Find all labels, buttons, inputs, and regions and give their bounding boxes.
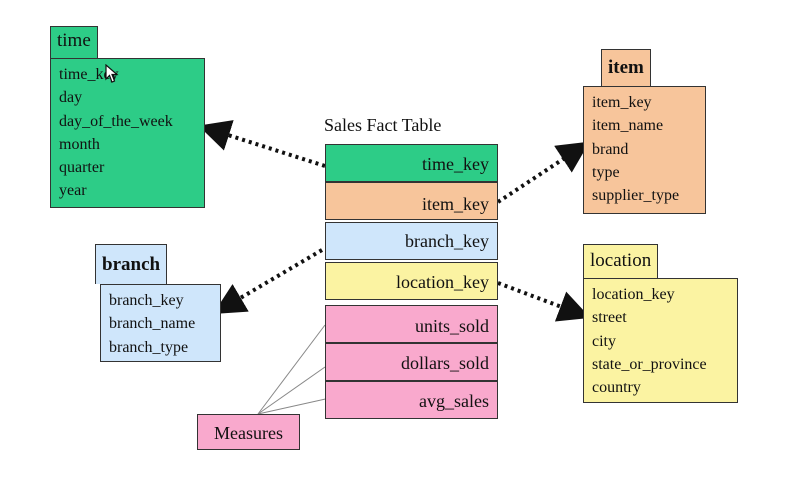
fact-row-time-key: time_key [325, 144, 498, 182]
item-field: type [592, 163, 620, 181]
fact-row-units-sold: units_sold [325, 305, 498, 343]
branch-field: branch_type [109, 338, 189, 356]
location-table-title: location [583, 244, 659, 278]
fact-row-item-key: item_key [325, 182, 498, 220]
branch-title-text: branch [102, 254, 161, 275]
location-field: state_or_province [592, 355, 707, 373]
location-title-text: location [590, 250, 652, 271]
time-field: time_key [59, 66, 119, 83]
fact-row-location-key: location_key [325, 262, 498, 300]
fact-table-title: Sales Fact Table [324, 115, 441, 136]
fact-row-label: avg_sales [419, 391, 489, 411]
item-link [496, 141, 590, 204]
measures-link-avg [257, 397, 331, 415]
item-field: supplier_type [592, 187, 680, 205]
time-field: month [59, 135, 100, 153]
time-table-fields: time_key day day_of_the_week month quart… [50, 58, 205, 208]
location-field: city [592, 332, 616, 350]
measures-link-dollars [257, 366, 326, 415]
time-field: year [59, 182, 87, 200]
location-link [497, 281, 591, 322]
mouse-pointer-icon [105, 64, 119, 83]
measures-label-box: Measures [197, 414, 300, 450]
item-table-fields: item_key item_name brand type supplier_t… [583, 86, 706, 214]
item-field: item_name [592, 117, 664, 135]
time-title-text: time [57, 30, 91, 51]
fact-row-branch-key: branch_key [325, 222, 498, 260]
location-field: country [592, 379, 641, 397]
fact-row-dollars-sold: dollars_sold [325, 343, 498, 381]
item-title-text: item [608, 57, 644, 78]
measures-link-units [257, 324, 326, 415]
time-link [198, 120, 326, 168]
branch-field: branch_key [109, 292, 184, 309]
fact-row-label: item_key [422, 194, 489, 214]
fact-row-label: dollars_sold [401, 353, 489, 373]
branch-field: branch_name [109, 315, 196, 333]
branch-link [213, 248, 324, 315]
fact-row-label: time_key [422, 154, 489, 174]
time-field: day [59, 89, 83, 107]
location-field: location_key [592, 286, 675, 303]
branch-table-fields: branch_key branch_name branch_type [100, 284, 221, 362]
fact-title-text: Sales Fact Table [324, 115, 442, 135]
location-field: street [592, 309, 627, 327]
item-field: item_key [592, 94, 652, 111]
item-field: brand [592, 140, 629, 158]
time-table-title: time [50, 26, 98, 58]
branch-table-title: branch [95, 244, 168, 284]
location-table-fields: location_key street city state_or_provin… [583, 278, 738, 403]
fact-row-label: units_sold [414, 316, 489, 336]
measures-label-text: Measures [214, 423, 283, 443]
fact-row-label: location_key [396, 272, 489, 292]
fact-row-label: branch_key [405, 231, 489, 251]
time-field: day_of_the_week [59, 112, 173, 130]
item-table-title: item [601, 49, 651, 86]
time-field: quarter [59, 159, 105, 177]
fact-row-avg-sales: avg_sales [325, 381, 498, 419]
